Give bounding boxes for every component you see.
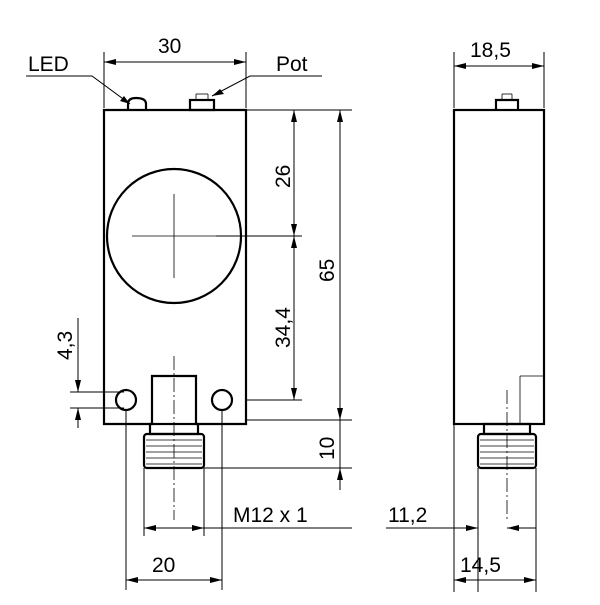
dim-height-total: 65	[316, 259, 339, 282]
mounting-hole-left	[114, 388, 138, 412]
mounting-hole-right	[210, 388, 234, 412]
front-housing-outline	[102, 108, 248, 426]
dim-width-front: 30	[158, 35, 181, 58]
dim-depth-side: 18,5	[470, 39, 511, 62]
side-top-nub	[494, 98, 520, 110]
thread-label: M12 x 1	[233, 504, 308, 527]
dim-height-lower: 34,4	[272, 307, 295, 348]
led-nub	[126, 96, 148, 110]
dim-height-upper: 26	[272, 165, 295, 188]
dim-connector-side-width: 14,5	[460, 554, 501, 577]
pot-label: Pot	[276, 53, 308, 76]
led-label: LED	[28, 53, 69, 76]
dim-hole-spacing: 4,3	[54, 331, 77, 360]
dim-connector-length: 10	[316, 437, 339, 460]
front-view	[102, 93, 248, 520]
dim-connector-front-width: 20	[152, 554, 175, 577]
pot-nub	[188, 98, 216, 112]
side-housing-outline	[452, 108, 546, 426]
dim-connector-offset-side: 11,2	[388, 504, 427, 527]
dimension-lines	[26, 52, 545, 592]
side-view	[452, 93, 546, 520]
